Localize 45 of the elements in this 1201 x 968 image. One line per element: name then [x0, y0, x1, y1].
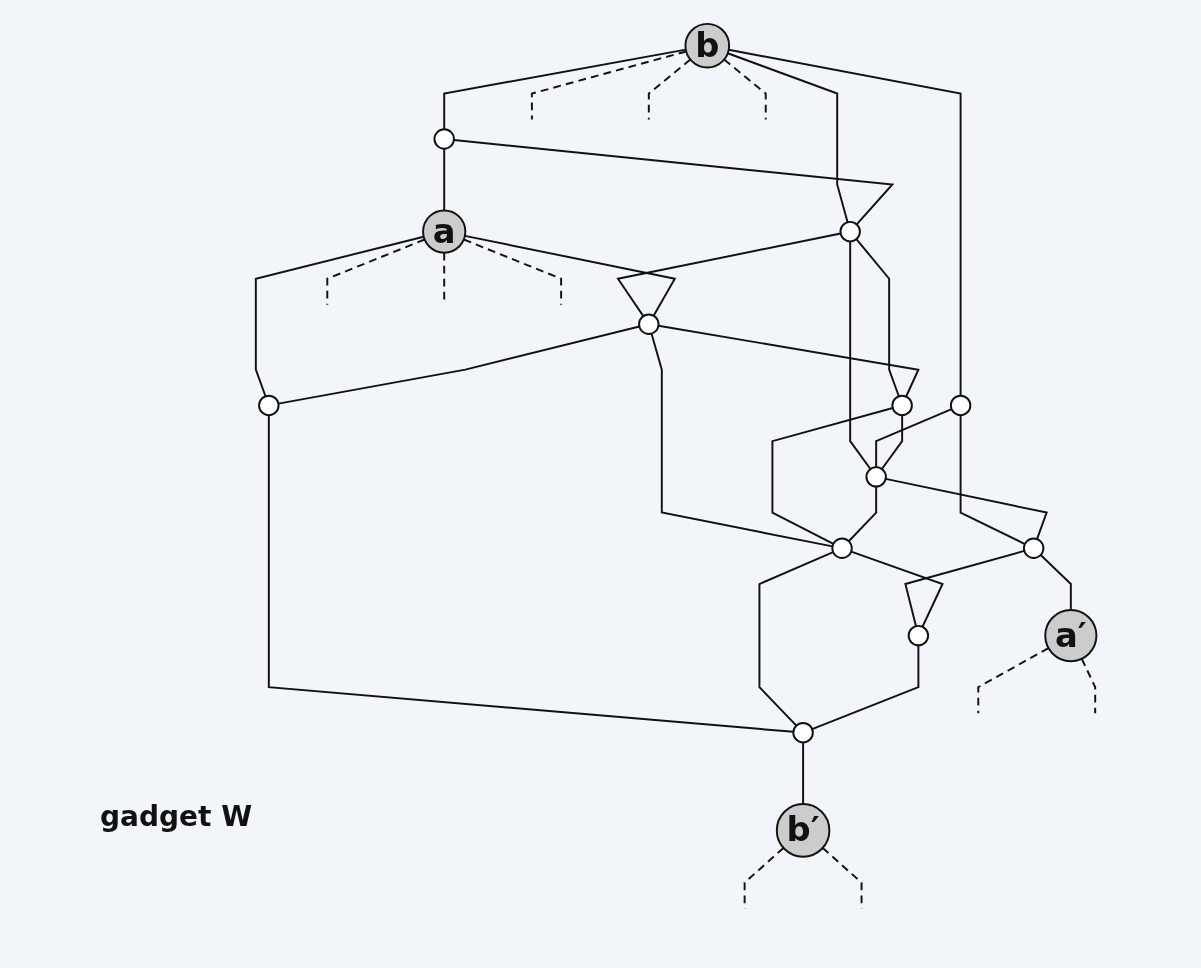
connector	[850, 550, 944, 628]
connector	[821, 846, 863, 910]
connector	[811, 644, 920, 731]
diagram-label: gadget W	[100, 800, 253, 833]
connector	[616, 232, 842, 318]
connector	[959, 414, 1026, 545]
connector	[647, 58, 692, 121]
node-circle: b	[684, 22, 731, 69]
connector	[726, 52, 849, 224]
node-circle: a′	[1044, 609, 1098, 663]
node-circle	[792, 721, 814, 744]
node-circle	[891, 394, 913, 417]
connector	[326, 238, 426, 306]
connector	[875, 408, 953, 469]
connector	[847, 485, 878, 543]
connector	[650, 332, 834, 548]
connector	[758, 551, 835, 727]
node-circle	[433, 128, 455, 150]
connector	[727, 48, 962, 397]
node-circle	[949, 394, 972, 417]
connector	[743, 846, 785, 910]
node-circle	[865, 466, 887, 488]
connector	[771, 407, 894, 545]
connector	[880, 414, 904, 470]
node-circle	[1022, 537, 1045, 559]
connector	[855, 238, 900, 398]
node-circle: b′	[775, 803, 831, 858]
connector	[1039, 554, 1072, 611]
connector	[723, 58, 767, 121]
connector	[463, 234, 677, 317]
connector	[254, 235, 425, 398]
node-circle	[907, 624, 930, 647]
connector	[462, 238, 563, 306]
connector	[1080, 657, 1097, 715]
connector	[977, 647, 1050, 715]
node-circle	[638, 313, 660, 335]
connector	[530, 50, 688, 121]
connector	[849, 240, 872, 470]
node-circle: a	[422, 209, 467, 254]
node-circle	[839, 220, 861, 243]
node-circle	[258, 394, 280, 417]
connector	[443, 48, 687, 131]
node-circle	[831, 537, 853, 559]
connector	[443, 147, 446, 212]
connector	[802, 741, 805, 806]
